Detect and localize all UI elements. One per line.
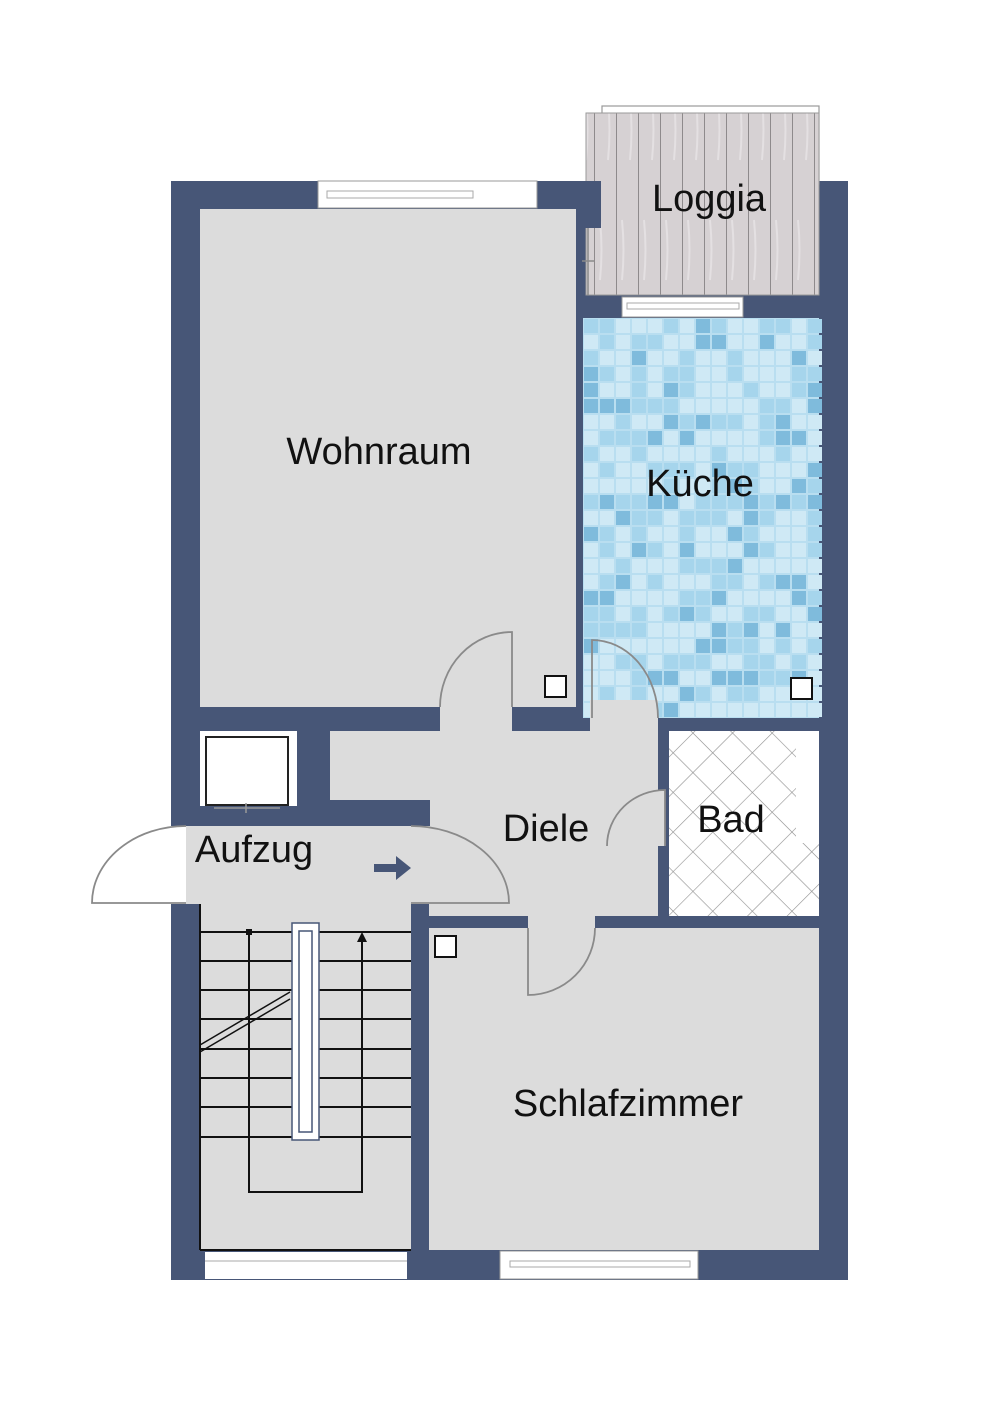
entrance-arrow-icon [374,856,411,880]
room-label-aufzug: Aufzug [194,829,314,871]
interior-walls [171,718,819,1251]
shaft-markers [434,675,813,958]
room-label-wohnraum: Wohnraum [286,431,472,473]
room-label-loggia: Loggia [651,178,767,220]
doors [91,631,666,996]
room-label-kueche: Küche [646,463,754,505]
room-label-schlafzimmer: Schlafzimmer [512,1083,744,1125]
windows [205,180,744,1280]
loggia-area [576,105,820,296]
floors [186,209,822,1251]
room-label-bad: Bad [697,799,765,841]
room-label-diele: Diele [502,808,590,850]
